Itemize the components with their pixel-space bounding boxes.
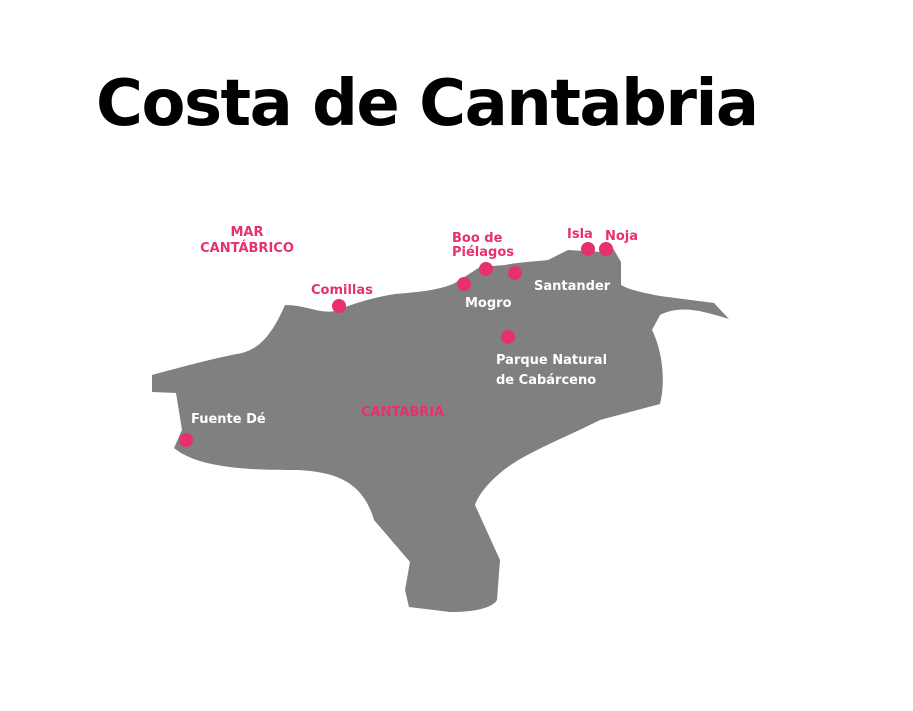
mogro-label: Mogro bbox=[465, 296, 512, 311]
sea-label-line2: CANTÁBRICO bbox=[200, 240, 294, 256]
fuente-de-label: Fuente Dé bbox=[191, 412, 266, 427]
noja-marker bbox=[599, 242, 613, 256]
mogro-marker bbox=[457, 277, 471, 291]
comillas-marker bbox=[332, 299, 346, 313]
cantabria-region-shape bbox=[152, 243, 729, 612]
fuente-de-marker bbox=[179, 433, 193, 447]
sea-label-line1: MAR bbox=[230, 225, 263, 240]
comillas-label: Comillas bbox=[311, 283, 373, 298]
cabarceno-label-line1: Parque Natural bbox=[496, 353, 607, 368]
map-title: Costa de Cantabria bbox=[96, 67, 759, 141]
boo-label-line2: Piélagos bbox=[452, 245, 514, 260]
santander-label: Santander bbox=[534, 279, 611, 294]
boo-label-line1: Boo de bbox=[452, 231, 503, 246]
boo-de-pielagos-marker bbox=[479, 262, 493, 276]
cabarceno-label-line2: de Cabárceno bbox=[496, 373, 596, 388]
santander-marker bbox=[508, 266, 522, 280]
cabarceno-marker bbox=[501, 330, 515, 344]
isla-label: Isla bbox=[567, 227, 593, 242]
noja-label: Noja bbox=[605, 229, 638, 244]
region-label: CANTABRIA bbox=[361, 405, 444, 420]
isla-marker bbox=[581, 242, 595, 256]
